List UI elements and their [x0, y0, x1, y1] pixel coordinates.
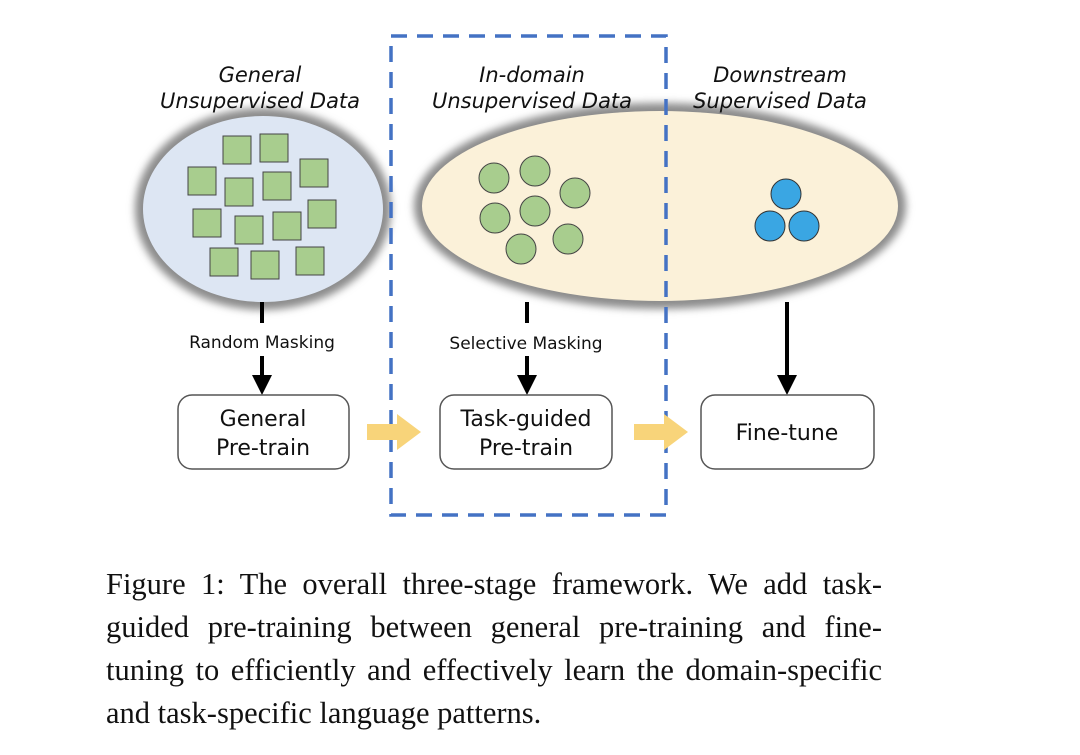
general-pretrain-box: General Pre-train	[177, 394, 350, 470]
task-guided-pretrain-label-line2: Pre-train	[479, 436, 573, 461]
data-square	[234, 215, 264, 245]
figure-caption: Figure 1: The overall three-stage framew…	[106, 567, 882, 730]
general-pretrain-label-line1: General	[220, 407, 307, 432]
downstream-data-title-line1: Downstream	[713, 63, 847, 87]
data-square	[187, 166, 217, 196]
indomain-data-items	[478, 155, 591, 265]
framework-diagram: General Unsupervised Data In-domain Unsu…	[135, 34, 906, 517]
flow-arrow-icon	[367, 414, 421, 450]
data-circle-blue	[788, 210, 820, 242]
general-data-items	[187, 133, 337, 280]
data-circle	[479, 202, 511, 234]
downstream-data-items	[754, 178, 820, 242]
data-square	[224, 177, 254, 207]
data-square	[259, 133, 289, 163]
random-masking-label: Random Masking	[189, 333, 335, 353]
selective-masking-label: Selective Masking	[449, 334, 602, 354]
data-square	[222, 135, 252, 165]
data-circle	[559, 177, 591, 209]
data-square	[272, 211, 302, 241]
data-square	[192, 208, 222, 238]
data-circle	[552, 223, 584, 255]
task-guided-pretrain-box: Task-guided Pre-train	[439, 394, 613, 470]
data-circle	[519, 195, 551, 227]
data-square	[262, 171, 292, 201]
indomain-data-title-line2: Unsupervised Data	[432, 89, 632, 113]
flow-arrow-icon	[634, 414, 688, 450]
task-guided-pretrain-label-line1: Task-guided	[460, 407, 592, 432]
data-circle	[505, 233, 537, 265]
fine-tune-box: Fine-tune	[700, 394, 875, 470]
data-circle-blue	[754, 210, 786, 242]
general-data-title-line2: Unsupervised Data	[160, 89, 360, 113]
data-circle	[519, 155, 551, 187]
general-pretrain-label-line2: Pre-train	[216, 436, 310, 461]
data-square	[299, 158, 329, 188]
data-square	[209, 247, 239, 277]
data-square	[307, 199, 337, 229]
data-square	[250, 250, 280, 280]
task-guided-highlight-box	[389, 34, 668, 517]
general-data-title-line1: General	[219, 63, 302, 87]
fine-tune-label: Fine-tune	[736, 421, 839, 446]
data-circle	[478, 162, 510, 194]
data-circle-blue	[770, 178, 802, 210]
data-square	[295, 246, 325, 276]
indomain-data-title-line1: In-domain	[479, 63, 585, 87]
downstream-data-title-line2: Supervised Data	[693, 89, 867, 113]
